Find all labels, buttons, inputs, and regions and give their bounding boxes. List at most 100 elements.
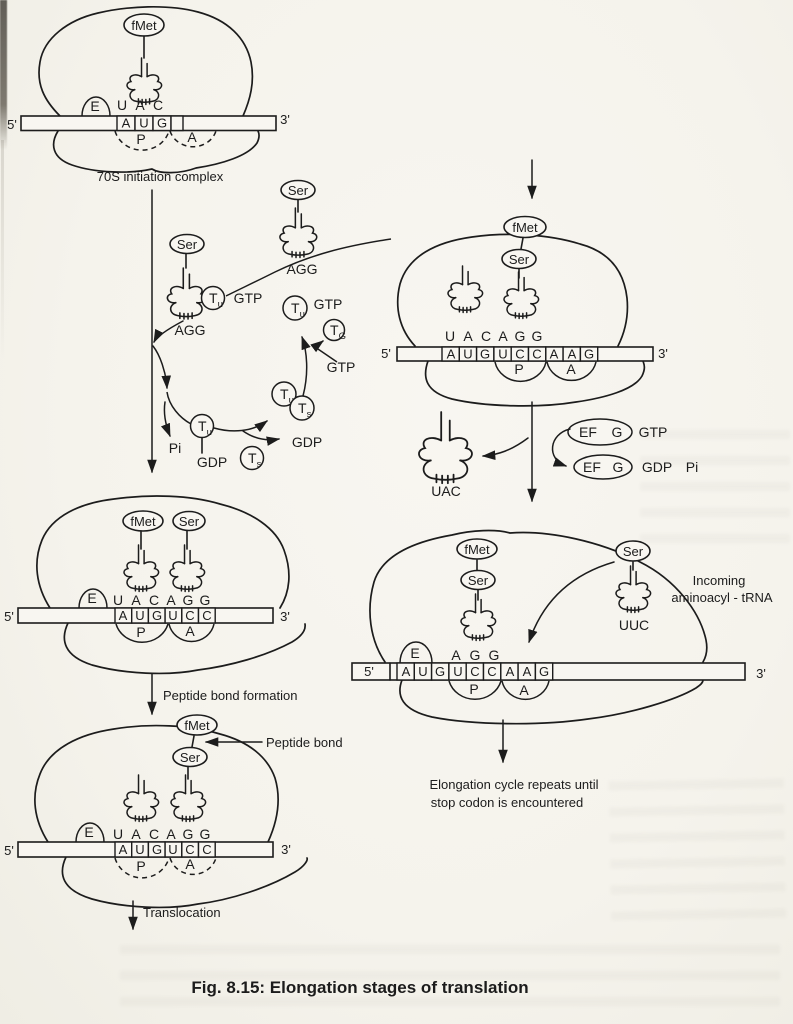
stage1-70s-initiation-complex: fMet E U A C A U G 5' 3' P A 70S initiat… bbox=[7, 5, 290, 184]
translocation-label: Translocation bbox=[143, 905, 221, 920]
trna-icon bbox=[615, 565, 652, 614]
p-site-label: P bbox=[514, 361, 523, 377]
anticodon-letter: U bbox=[445, 328, 455, 344]
anticodon-letter: C bbox=[149, 592, 159, 608]
codon-letter: U bbox=[168, 608, 177, 623]
p-site-arc bbox=[448, 680, 502, 700]
e-site-bump bbox=[81, 96, 111, 117]
codon-letter: A bbox=[568, 347, 577, 362]
ef-ts-factor-circle bbox=[289, 395, 315, 421]
anticodon-letter: G bbox=[183, 592, 194, 608]
fmet-label: fMet bbox=[130, 514, 156, 529]
hydrolysis-arrow bbox=[551, 428, 571, 467]
p-site-label: P bbox=[136, 624, 145, 640]
trna-release-arrow bbox=[481, 437, 529, 460]
codon-letter: G bbox=[480, 347, 490, 362]
amino-acid-ser bbox=[169, 233, 205, 255]
p-site-arc bbox=[115, 623, 169, 643]
codon-boxes bbox=[396, 662, 554, 681]
anticodon-letter: C bbox=[153, 97, 163, 113]
pi-release-arrow bbox=[160, 401, 171, 438]
gdp-label: GDP bbox=[292, 434, 322, 450]
peptide-bond-link bbox=[191, 735, 195, 748]
ribosome-small-subunit bbox=[52, 130, 260, 174]
amino-acid-fmet bbox=[503, 215, 547, 239]
tu-factor-label: Tu bbox=[198, 418, 212, 438]
trna-icon bbox=[460, 593, 497, 642]
fmet-label: fMet bbox=[131, 18, 157, 33]
e-site-label: E bbox=[90, 98, 99, 114]
e-site-label: E bbox=[87, 590, 96, 606]
incoming-label-line2: aminoacyl - tRNA bbox=[671, 590, 772, 605]
ser-label: Ser bbox=[177, 237, 198, 252]
ser-label: Ser bbox=[288, 183, 309, 198]
anticodon-letter: U bbox=[113, 592, 123, 608]
ribosome-small-subunit bbox=[424, 360, 646, 407]
codon-letter: G bbox=[152, 608, 162, 623]
gdp-label: GDP bbox=[197, 454, 227, 470]
codon-letter: U bbox=[139, 116, 148, 131]
ribosome-large-subunit bbox=[36, 495, 290, 609]
g-label: G bbox=[612, 424, 623, 440]
anticodon-letter: C bbox=[481, 328, 491, 344]
five-prime-label: 5' bbox=[381, 346, 391, 361]
codon-letter: C bbox=[185, 608, 194, 623]
three-prime-label: 3' bbox=[280, 112, 290, 127]
gtp-label: GTP bbox=[327, 359, 356, 375]
five-prime-label: 5' bbox=[364, 664, 374, 679]
ef-tu-factor-circle bbox=[200, 285, 226, 311]
tg-factor-circle bbox=[322, 318, 346, 342]
trna-entry-curve bbox=[225, 238, 392, 297]
five-prime-label: 5' bbox=[4, 843, 14, 858]
tu-factor-label: Tu bbox=[209, 290, 223, 310]
ef-ts-factor-circle bbox=[239, 445, 265, 471]
ser-label: Ser bbox=[623, 544, 644, 559]
codon-letter: A bbox=[119, 842, 128, 857]
ribosome-large-subunit bbox=[38, 5, 254, 117]
cycle-arc bbox=[213, 420, 268, 433]
anticodon-letter: A bbox=[131, 826, 141, 842]
cycle-arc bbox=[153, 320, 184, 344]
page-gutter-shadow bbox=[0, 0, 7, 150]
g-label: G bbox=[613, 459, 624, 475]
codon-boxes bbox=[114, 607, 216, 624]
ef-tu-cycle: Ser AGG Ser AGG Tu GTP bbox=[152, 179, 392, 471]
cycle-repeat-line1: Elongation cycle repeats until bbox=[429, 777, 598, 792]
ser-label: Ser bbox=[509, 252, 530, 267]
codon-boxes bbox=[114, 841, 216, 858]
ef-tu-factor-circle bbox=[271, 381, 297, 407]
a-site-arc bbox=[501, 680, 550, 701]
cycle-arc bbox=[301, 335, 311, 397]
e-site-bump bbox=[399, 641, 433, 664]
five-prime-label: 5' bbox=[4, 609, 14, 624]
tu-factor-label: Tu bbox=[280, 386, 294, 406]
cycle-arc bbox=[152, 345, 172, 390]
gtp-label: GTP bbox=[314, 296, 343, 312]
cycle-repeat-line2: stop codon is encountered bbox=[431, 795, 584, 810]
ef-label: EF bbox=[583, 459, 601, 475]
anticodon-letter: A bbox=[131, 592, 141, 608]
codon-letter: U bbox=[135, 842, 144, 857]
ef-g-gtp-complex bbox=[567, 418, 633, 446]
codon-letter: C bbox=[532, 347, 541, 362]
five-prime-label: 5' bbox=[7, 117, 17, 132]
codon-letter: C bbox=[185, 842, 194, 857]
page-gutter-shadow-faint bbox=[1, 140, 4, 360]
a-site-arc bbox=[168, 623, 215, 643]
codon-box-empty bbox=[170, 115, 184, 132]
codon-letter: G bbox=[152, 842, 162, 857]
ribosome-large-subunit bbox=[369, 529, 708, 663]
a-site-label: A bbox=[185, 856, 195, 872]
peptide-bond-label: Peptide bond bbox=[266, 735, 343, 750]
e-site-label: E bbox=[84, 824, 93, 840]
a-site-arc bbox=[169, 857, 217, 876]
codon-letter: A bbox=[119, 608, 128, 623]
a-site-arc bbox=[546, 361, 597, 382]
anticodon-letter: G bbox=[532, 328, 543, 344]
pi-label: Pi bbox=[169, 440, 181, 456]
stage4-aminoacyl-trna-bound-ribosome: fMet Ser E U A C A G G A U G U C bbox=[4, 495, 306, 716]
anticodon-letter: G bbox=[183, 826, 194, 842]
codon-letter: A bbox=[523, 664, 532, 679]
